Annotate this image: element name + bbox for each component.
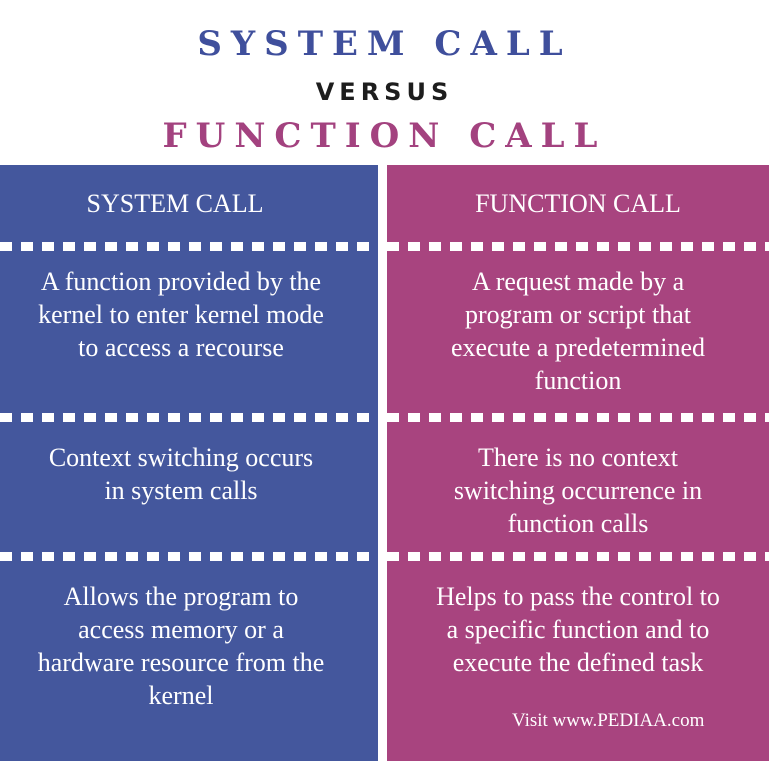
source-credit: Visit www.PEDIAA.com <box>512 710 705 731</box>
system-call-row-context-switching: Context switching occurs in system calls <box>48 443 314 505</box>
function-call-column: FUNCTION CALL A request made by a progra… <box>387 165 769 761</box>
dotted-divider <box>0 413 378 422</box>
title-function-call: FUNCTION CALL <box>162 116 607 156</box>
dotted-divider <box>0 242 378 251</box>
system-call-row-definition: A function provided by the kernel to ent… <box>38 267 324 362</box>
function-call-row-context-switching: There is no context switching occurrence… <box>453 443 703 538</box>
function-call-header: FUNCTION CALL <box>475 189 681 218</box>
dotted-divider <box>387 552 769 561</box>
function-call-row-definition: A request made by a program or script th… <box>450 267 706 395</box>
function-call-row-purpose: Helps to pass the control to a specific … <box>436 582 720 677</box>
system-call-header: SYSTEM CALL <box>86 189 264 218</box>
system-call-row-purpose: Allows the program to access memory or a… <box>37 582 325 710</box>
dotted-divider <box>0 552 378 561</box>
title-versus: VERSUS <box>315 78 454 106</box>
title-system-call: SYSTEM CALL <box>197 24 572 64</box>
dotted-divider <box>387 242 769 251</box>
dotted-divider <box>387 413 769 422</box>
system-call-column: SYSTEM CALL A function provided by the k… <box>0 165 378 761</box>
